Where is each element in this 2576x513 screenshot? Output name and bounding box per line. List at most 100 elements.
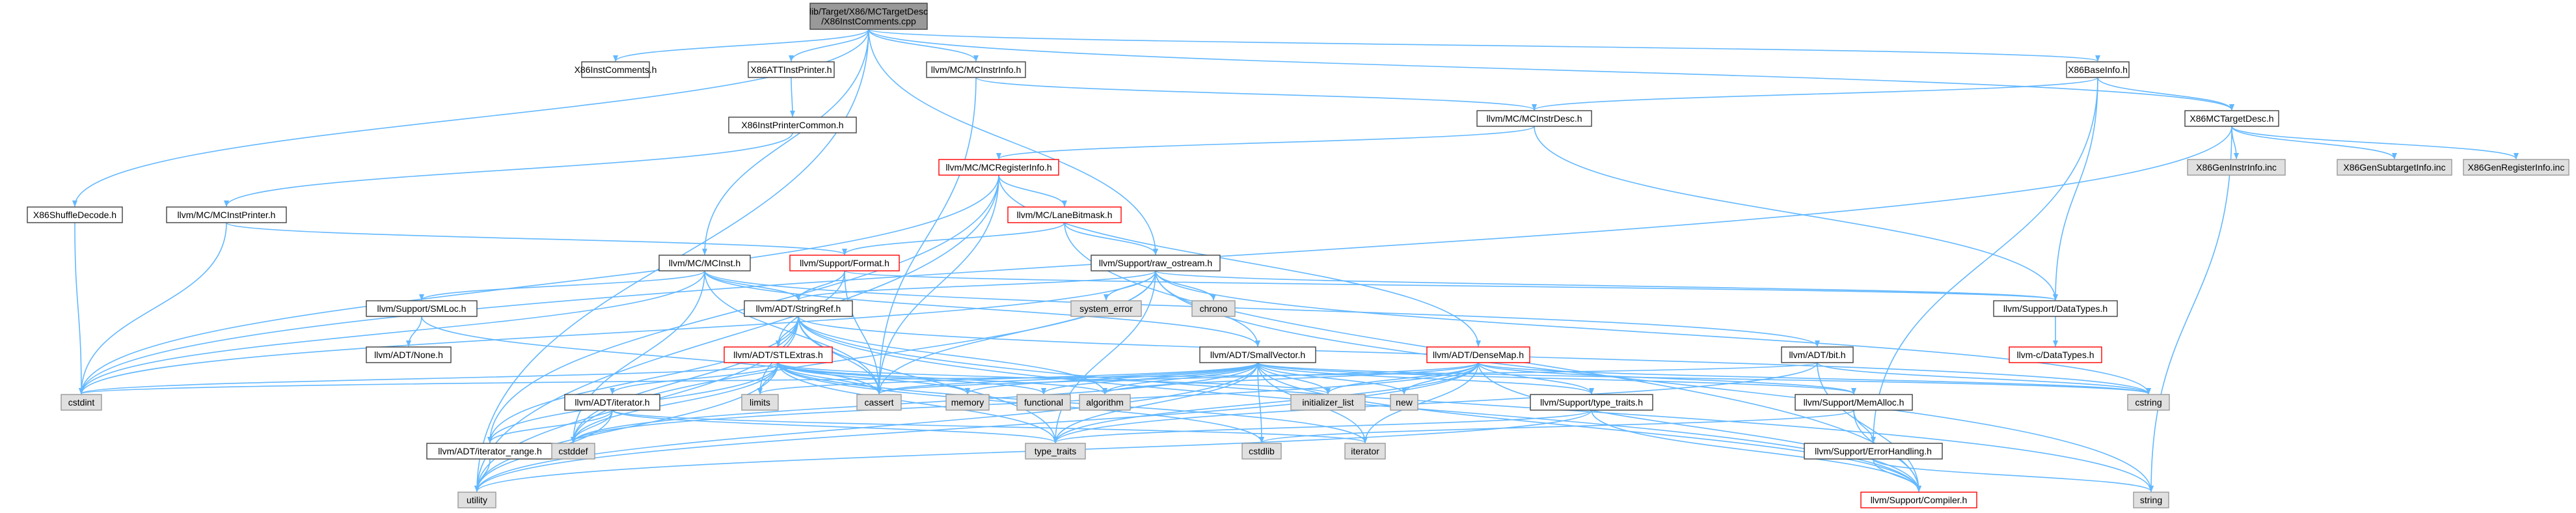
include-edge	[876, 77, 977, 395]
include-edge	[1102, 362, 1479, 395]
node-box	[1781, 346, 1854, 363]
graph-node-densemap[interactable]: llvm/ADT/DenseMap.h	[1426, 346, 1530, 363]
node-label: llvm/ADT/STLExtras.h	[733, 350, 823, 360]
include-edge	[571, 362, 779, 443]
graph-node-format[interactable]: llvm/Support/Format.h	[789, 255, 900, 271]
graph-node-system-error[interactable]: system_error	[1070, 300, 1142, 317]
include-edge	[704, 270, 1260, 347]
include-edge	[1064, 222, 1158, 255]
node-label: X86InstComments.h	[575, 64, 657, 75]
graph-node-smloc[interactable]: llvm/Support/SMLoc.h	[366, 300, 478, 317]
graph-node-x86shuffledecode[interactable]: X86ShuffleDecode.h	[27, 206, 123, 223]
graph-node-x86instcomments-h[interactable]: X86InstComments.h	[575, 61, 657, 78]
graph-node-type-traits-h[interactable]: llvm/Support/type_traits.h	[1530, 394, 1653, 411]
graph-node-memalloc[interactable]: llvm/Support/MemAlloc.h	[1795, 394, 1913, 411]
include-edge	[2149, 126, 2232, 492]
node-box	[2337, 159, 2452, 176]
graph-node-mcinst[interactable]: llvm/MC/MCInst.h	[658, 255, 751, 271]
include-edge	[778, 362, 970, 395]
include-edge	[2053, 77, 2098, 301]
node-box	[2009, 346, 2102, 363]
include-edge	[704, 270, 801, 301]
node-label: algorithm	[1086, 397, 1124, 408]
graph-node-datatypes[interactable]: llvm/Support/DataTypes.h	[1993, 300, 2118, 317]
graph-node-new[interactable]: new	[1390, 394, 1418, 411]
graph-node-x86genregister[interactable]: X86GenRegisterInfo.inc	[2463, 159, 2569, 176]
node-label: cstdlib	[1249, 446, 1275, 456]
graph-node-x86geninstrinfo[interactable]: X86GenInstrInfo.inc	[2187, 159, 2286, 176]
node-box	[728, 117, 857, 133]
include-edge	[1478, 362, 1921, 492]
include-edge	[487, 316, 799, 443]
include-edge	[1041, 362, 1258, 395]
graph-node-type-traits[interactable]: type_traits	[1025, 443, 1086, 460]
node-label: string	[2140, 495, 2162, 505]
graph-node-x86mctargetdesc[interactable]: X86MCTargetDesc.h	[2184, 110, 2279, 127]
graph-node-limits[interactable]: limits	[741, 394, 779, 411]
include-edge	[844, 270, 882, 395]
include-edge	[2231, 126, 2519, 159]
graph-node-mcinstprinter[interactable]: llvm/MC/MCInstPrinter.h	[166, 206, 287, 223]
graph-node-functional[interactable]: functional	[1016, 394, 1071, 411]
node-box	[1079, 394, 1131, 411]
graph-node-bit[interactable]: llvm/ADT/bit.h	[1781, 346, 1854, 363]
node-box	[1390, 394, 1418, 411]
graph-node-errorhandling[interactable]: llvm/Support/ErrorHandling.h	[1804, 443, 1943, 460]
graph-node-compiler[interactable]: llvm/Support/Compiler.h	[1860, 492, 1977, 508]
graph-node-algorithm[interactable]: algorithm	[1079, 394, 1131, 411]
graph-node-x86attinstprinter[interactable]: X86ATTInstPrinter.h	[748, 61, 835, 78]
node-box	[2184, 110, 2279, 127]
node-label: memory	[951, 397, 984, 408]
graph-node-stlextras[interactable]: llvm/ADT/STLExtras.h	[724, 346, 833, 363]
include-edge	[1259, 409, 1854, 443]
graph-node-memory[interactable]: memory	[945, 394, 990, 411]
node-box	[1344, 443, 1386, 460]
graph-node-cstddef[interactable]: cstddef	[551, 443, 595, 460]
include-edge	[868, 29, 2234, 111]
graph-node-iterator[interactable]: iterator	[1344, 443, 1386, 460]
graph-node-raw-ostream[interactable]: llvm/Support/raw_ostream.h	[1091, 255, 1221, 271]
graph-node-x86instprintercommon[interactable]: X86InstPrinterCommon.h	[728, 117, 857, 133]
include-edge	[1871, 77, 2098, 443]
graph-node-mcinstrinfo[interactable]: llvm/MC/MCInstrInfo.h	[926, 61, 1026, 78]
node-box	[1007, 206, 1122, 223]
node-box	[658, 255, 751, 271]
graph-node-iterator-h[interactable]: llvm/ADT/iterator.h	[564, 394, 660, 411]
graph-node-cassert[interactable]: cassert	[856, 394, 902, 411]
graph-node-cstdlib[interactable]: cstdlib	[1241, 443, 1282, 460]
node-box	[741, 394, 779, 411]
graph-node-lanebitmask[interactable]: llvm/MC/LaneBitmask.h	[1007, 206, 1122, 223]
graph-node-cstdint[interactable]: cstdint	[61, 394, 102, 411]
graph-node-utility[interactable]: utility	[457, 492, 496, 508]
node-box	[426, 443, 554, 460]
include-edge	[2231, 126, 2397, 159]
node-box	[1530, 394, 1653, 411]
include-edge	[571, 362, 1258, 443]
graph-node-cstring[interactable]: cstring	[2127, 394, 2170, 411]
graph-node-initializer-list[interactable]: initializer_list	[1290, 394, 1366, 411]
include-edge	[474, 174, 999, 492]
include-edge	[704, 270, 1820, 347]
graph-node-x86baseinfo[interactable]: X86BaseInfo.h	[2066, 61, 2130, 78]
node-box	[1070, 300, 1142, 317]
graph-node-string[interactable]: string	[2133, 492, 2169, 508]
include-edge	[1257, 362, 2151, 395]
graph-node-chrono[interactable]: chrono	[1191, 300, 1236, 317]
include-edge	[1257, 362, 1856, 395]
node-box	[1860, 492, 1977, 508]
graph-node-mcregisterinfo[interactable]: llvm/MC/MCRegisterInfo.h	[938, 159, 1059, 176]
graph-node-x86gensubtarget[interactable]: X86GenSubtargetInfo.inc	[2337, 159, 2452, 176]
node-label: llvm/ADT/iterator_range.h	[438, 446, 542, 456]
graph-node-stringref[interactable]: llvm/ADT/StringRef.h	[744, 300, 853, 317]
graph-node-iterator-range[interactable]: llvm/ADT/iterator_range.h	[426, 443, 554, 460]
node-label: X86GenRegisterInfo.inc	[2468, 162, 2565, 173]
graph-node-none[interactable]: llvm/ADT/None.h	[366, 346, 452, 363]
graph-node-smallvector[interactable]: llvm/ADT/SmallVector.h	[1199, 346, 1316, 363]
graph-node-llvmc-datatypes[interactable]: llvm-c/DataTypes.h	[2009, 346, 2102, 363]
include-edge	[474, 362, 1258, 492]
graph-node-root[interactable]: lib/Target/X86/MCTargetDesc/X86InstComme…	[809, 3, 928, 30]
include-edge	[487, 409, 613, 443]
include-edge	[844, 270, 2058, 301]
graph-node-mcinstrdesc[interactable]: llvm/MC/MCInstrDesc.h	[1476, 110, 1592, 127]
node-box	[724, 346, 833, 363]
